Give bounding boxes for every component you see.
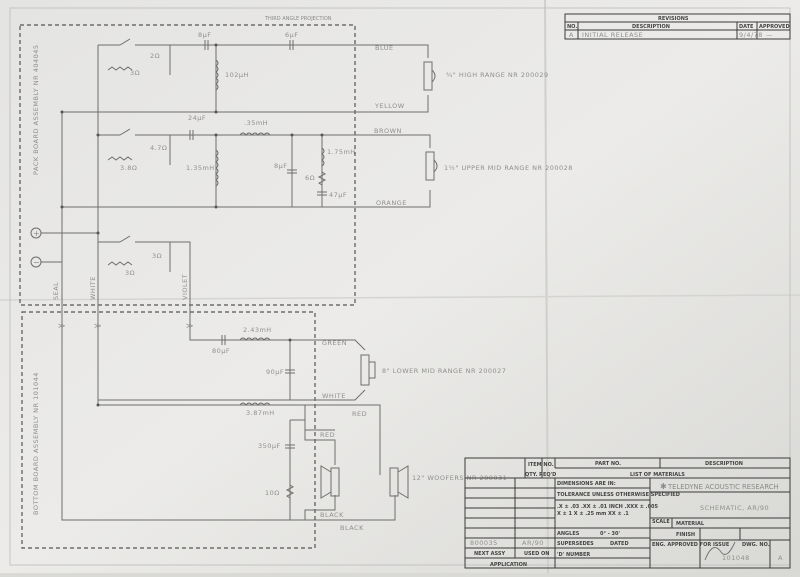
label-lm-c2: 90µF xyxy=(266,368,284,376)
lower-mid-driver xyxy=(360,354,376,386)
wire-label-blue: BLUE xyxy=(375,44,394,52)
tb-rev: A xyxy=(778,554,783,562)
bottom-board-label: BOTTOM BOARD ASSEMBLY NR 101044 xyxy=(32,372,40,515)
tb-part-no: PART NO. xyxy=(595,461,621,467)
wire-label-yellow: YELLOW xyxy=(374,102,405,110)
label-um-l3: 1.75mH xyxy=(327,148,356,156)
label-mid-r1: 3Ω xyxy=(125,269,135,277)
wire-label-green: GREEN xyxy=(322,339,347,347)
rev-col-description: DESCRIPTION xyxy=(632,24,670,30)
label-tw-c2: 6µF xyxy=(285,31,299,39)
label-tw-c1: 8µF xyxy=(198,31,212,39)
approval-signature xyxy=(704,541,736,561)
tb-used-on-value: AR/90 xyxy=(522,539,544,547)
rev-col-date: DATE xyxy=(739,24,754,30)
label-um-r2: 4.7Ω xyxy=(150,144,167,152)
plus-terminal: + xyxy=(33,229,40,238)
tb-angles: ANGLES xyxy=(557,531,580,537)
tb-tolerance: TOLERANCE UNLESS OTHERWISE SPECIFIED xyxy=(557,492,680,498)
tweeter-label: ¾" HIGH RANGE NR 200029 xyxy=(446,71,549,79)
label-mid-r2: 3Ω xyxy=(152,252,162,260)
label-um-r1: 3.8Ω xyxy=(120,164,137,172)
rev-row-date: 9/4/78 xyxy=(739,31,763,39)
wire-label-orange: ORANGE xyxy=(376,199,407,207)
tb-scale: SCALE xyxy=(652,519,670,525)
svg-text:≫: ≫ xyxy=(94,322,101,330)
tb-used-on: USED ON xyxy=(524,551,549,557)
revisions-title: REVISIONS xyxy=(658,16,689,22)
label-wf-r: 10Ω xyxy=(265,489,280,497)
label-lm-l: 2.43mH xyxy=(243,326,272,334)
tb-item-no: ITEM NO. xyxy=(528,462,554,468)
upper-mid-driver xyxy=(420,134,438,208)
tb-dwg-no-label: DWG. NO. xyxy=(742,542,770,548)
label-tw-r1: 3Ω xyxy=(130,69,140,77)
label-tw-l: 102µH xyxy=(225,71,249,79)
component-labels: 3Ω 2Ω 8µF 6µF 102µH 3.8Ω 4.7Ω 24µF .35mH… xyxy=(120,31,356,497)
label-wf-c: 350µF xyxy=(258,442,281,450)
pack-board-label: PACK BOARD ASSEMBLY NR 404045 xyxy=(32,44,40,175)
tb-d-number: 'D' NUMBER xyxy=(557,552,590,558)
woofer-drivers xyxy=(304,405,409,499)
wire-label-red-2: RED xyxy=(320,431,335,439)
lower-mid-label: 8" LOWER MID RANGE NR 200027 xyxy=(382,367,506,375)
tb-finish: FINISH xyxy=(676,532,695,538)
minus-terminal: − xyxy=(33,258,40,267)
tb-material: MATERIAL xyxy=(676,521,705,527)
wire-label-violet: VIOLET xyxy=(181,274,189,300)
label-um-c3: 47µF xyxy=(329,191,347,199)
label-um-c2: 8µF xyxy=(274,162,288,170)
component-symbols xyxy=(107,38,327,499)
wire-label-white-left: WHITE xyxy=(89,276,97,300)
label-um-l2: 1.35mH xyxy=(186,164,215,172)
woofers-label: 12" WOOFERS NR 200031 xyxy=(412,474,507,482)
tb-supersedes: SUPERSEDES xyxy=(557,541,594,547)
bottom-board-outline xyxy=(21,311,316,549)
tb-eng-approval: ENG. APPROVED FOR ISSUE xyxy=(652,542,730,548)
wire-label-seal: SEAL xyxy=(52,282,60,300)
drawing-border xyxy=(9,7,791,566)
tb-list-of-materials: LIST OF MATERIALS xyxy=(630,472,685,478)
label-um-l1: .35mH xyxy=(244,119,268,127)
wire-label-red: RED xyxy=(352,410,367,418)
rev-row-description: INITIAL RELEASE xyxy=(582,31,643,39)
tb-dwg-no: 101048 xyxy=(722,554,750,562)
label-um-c1: 24µF xyxy=(188,114,206,122)
wire-label-black: BLACK xyxy=(320,511,344,519)
tb-tol-inch: .X ± .03 .XX ± .01 INCH .XXX ± .005 xyxy=(557,504,659,510)
wire-label-brown: BROWN xyxy=(374,127,402,135)
wire-label-black-2: BLACK xyxy=(340,524,364,532)
tb-qty: QTY. REQ'D xyxy=(525,472,556,478)
tb-drawing-title: SCHEMATIC, AR/90 xyxy=(700,504,769,512)
rev-row-no: A xyxy=(569,31,574,39)
svg-text:≫: ≫ xyxy=(58,322,65,330)
upper-mid-label: 1½" UPPER MID RANGE NR 200028 xyxy=(444,164,573,172)
rev-row-approved: — xyxy=(766,31,773,39)
input-terminals: + − xyxy=(30,227,98,268)
svg-text:≫: ≫ xyxy=(186,322,193,330)
teledyne-logo: ✱ xyxy=(660,482,667,491)
tb-next-assy: NEXT ASSY xyxy=(474,551,505,557)
label-lm-c1: 80µF xyxy=(212,347,230,355)
rev-col-approved: APPROVED xyxy=(759,24,790,30)
tb-next-assy-value: 800035 xyxy=(470,539,498,547)
rev-col-no: NO. xyxy=(567,24,577,30)
tweeter-driver xyxy=(420,44,436,113)
tb-description: DESCRIPTION xyxy=(705,461,743,467)
tb-application: APPLICATION xyxy=(490,562,527,568)
label-tw-r2: 2Ω xyxy=(150,52,160,60)
label-wf-l: 3.87mH xyxy=(246,409,275,417)
tb-dims: DIMENSIONS ARE IN: xyxy=(557,481,616,487)
tb-tol-mm: X ± 1 X ± .25 mm XX ± .1 xyxy=(557,511,629,517)
tb-dated: DATED xyxy=(610,541,629,547)
projection-label: THIRD ANGLE PROJECTION xyxy=(264,16,332,22)
label-um-r3: 6Ω xyxy=(305,174,315,182)
tb-company: TELEDYNE ACOUSTIC RESEARCH xyxy=(667,483,779,491)
title-block: ITEM NO. PART NO. DESCRIPTION QTY. REQ'D… xyxy=(464,457,791,569)
wire-label-white: WHITE xyxy=(322,392,346,400)
revisions-table: REVISIONS NO. DESCRIPTION DATE APPROVED … xyxy=(564,13,791,40)
tb-angles-value: 0° - 30' xyxy=(600,531,620,537)
